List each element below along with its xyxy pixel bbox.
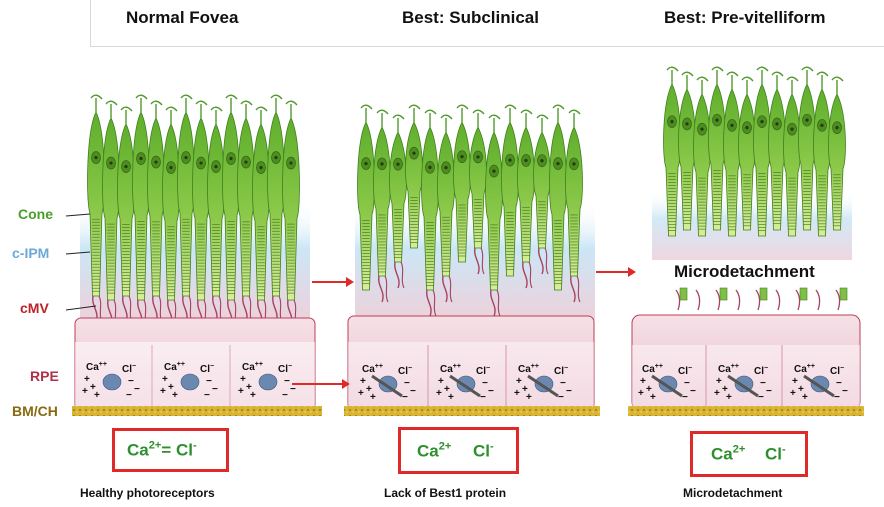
- arrow-normal-to-subclinical-upper: [312, 277, 354, 287]
- svg-text:−: −: [134, 384, 140, 395]
- ion-cl: Cl: [765, 444, 782, 463]
- svg-text:−: −: [558, 392, 564, 403]
- ion-box-subclinical: Ca2+ Cl-: [398, 427, 519, 474]
- label-cmv: cMV: [20, 300, 49, 316]
- svg-text:+: +: [172, 390, 178, 401]
- svg-text:−: −: [290, 384, 296, 395]
- svg-text:+: +: [160, 386, 166, 397]
- ion-ca: Ca: [417, 441, 439, 460]
- ion-eq: =: [161, 440, 176, 459]
- svg-text:+: +: [650, 392, 656, 403]
- ion-ca-sup: 2+: [439, 440, 452, 452]
- svg-text:−: −: [480, 392, 486, 403]
- svg-text:−: −: [212, 384, 218, 395]
- svg-text:−: −: [566, 386, 572, 397]
- caption-normal: Healthy photoreceptors: [80, 486, 215, 500]
- svg-text:−: −: [126, 390, 132, 401]
- ion-ca: Ca: [127, 440, 149, 459]
- svg-text:+: +: [94, 390, 100, 401]
- ion-cl-sup: -: [193, 440, 197, 452]
- svg-text:−: −: [758, 392, 764, 403]
- svg-text:+: +: [370, 392, 376, 403]
- svg-text:+: +: [638, 388, 644, 399]
- panel-previtelliform: [628, 67, 864, 416]
- svg-text:−: −: [282, 390, 288, 401]
- svg-text:+: +: [790, 388, 796, 399]
- svg-text:+: +: [526, 392, 532, 403]
- svg-text:+: +: [436, 388, 442, 399]
- svg-text:+: +: [448, 392, 454, 403]
- ion-box-previtelliform: Ca2+ Cl-: [690, 431, 808, 477]
- svg-text:+: +: [802, 392, 808, 403]
- svg-text:−: −: [402, 392, 408, 403]
- label-cone: Cone: [18, 206, 53, 222]
- ion-cl-sup: -: [782, 444, 786, 456]
- label-c-ipm: c-IPM: [12, 245, 49, 261]
- svg-text:−: −: [682, 392, 688, 403]
- svg-text:+: +: [514, 388, 520, 399]
- ion-cl: Cl: [176, 440, 193, 459]
- svg-text:−: −: [766, 386, 772, 397]
- ion-ca-sup: 2+: [733, 444, 746, 456]
- svg-text:−: −: [204, 390, 210, 401]
- svg-text:−: −: [690, 386, 696, 397]
- svg-text:+: +: [82, 386, 88, 397]
- svg-text:−: −: [842, 386, 848, 397]
- arrow-subclinical-to-previtelliform: [596, 267, 636, 277]
- ion-cl-sup: -: [490, 440, 494, 452]
- ion-cl: Cl: [473, 441, 490, 460]
- svg-text:+: +: [358, 388, 364, 399]
- svg-text:−: −: [488, 386, 494, 397]
- svg-text:+: +: [250, 390, 256, 401]
- svg-text:−: −: [834, 392, 840, 403]
- svg-text:−: −: [410, 386, 416, 397]
- ion-box-normal: Ca2+= Cl-: [112, 428, 229, 472]
- label-rpe: RPE: [30, 368, 59, 384]
- caption-previtelliform: Microdetachment: [683, 486, 782, 500]
- svg-text:+: +: [726, 392, 732, 403]
- caption-subclinical: Lack of Best1 protein: [384, 486, 506, 500]
- ion-ca: Ca: [711, 444, 733, 463]
- svg-text:+: +: [714, 388, 720, 399]
- label-bm-ch: BM/CH: [12, 403, 58, 419]
- svg-text:+: +: [238, 386, 244, 397]
- microdetachment-label: Microdetachment: [674, 262, 815, 282]
- ion-ca-sup: 2+: [149, 440, 162, 452]
